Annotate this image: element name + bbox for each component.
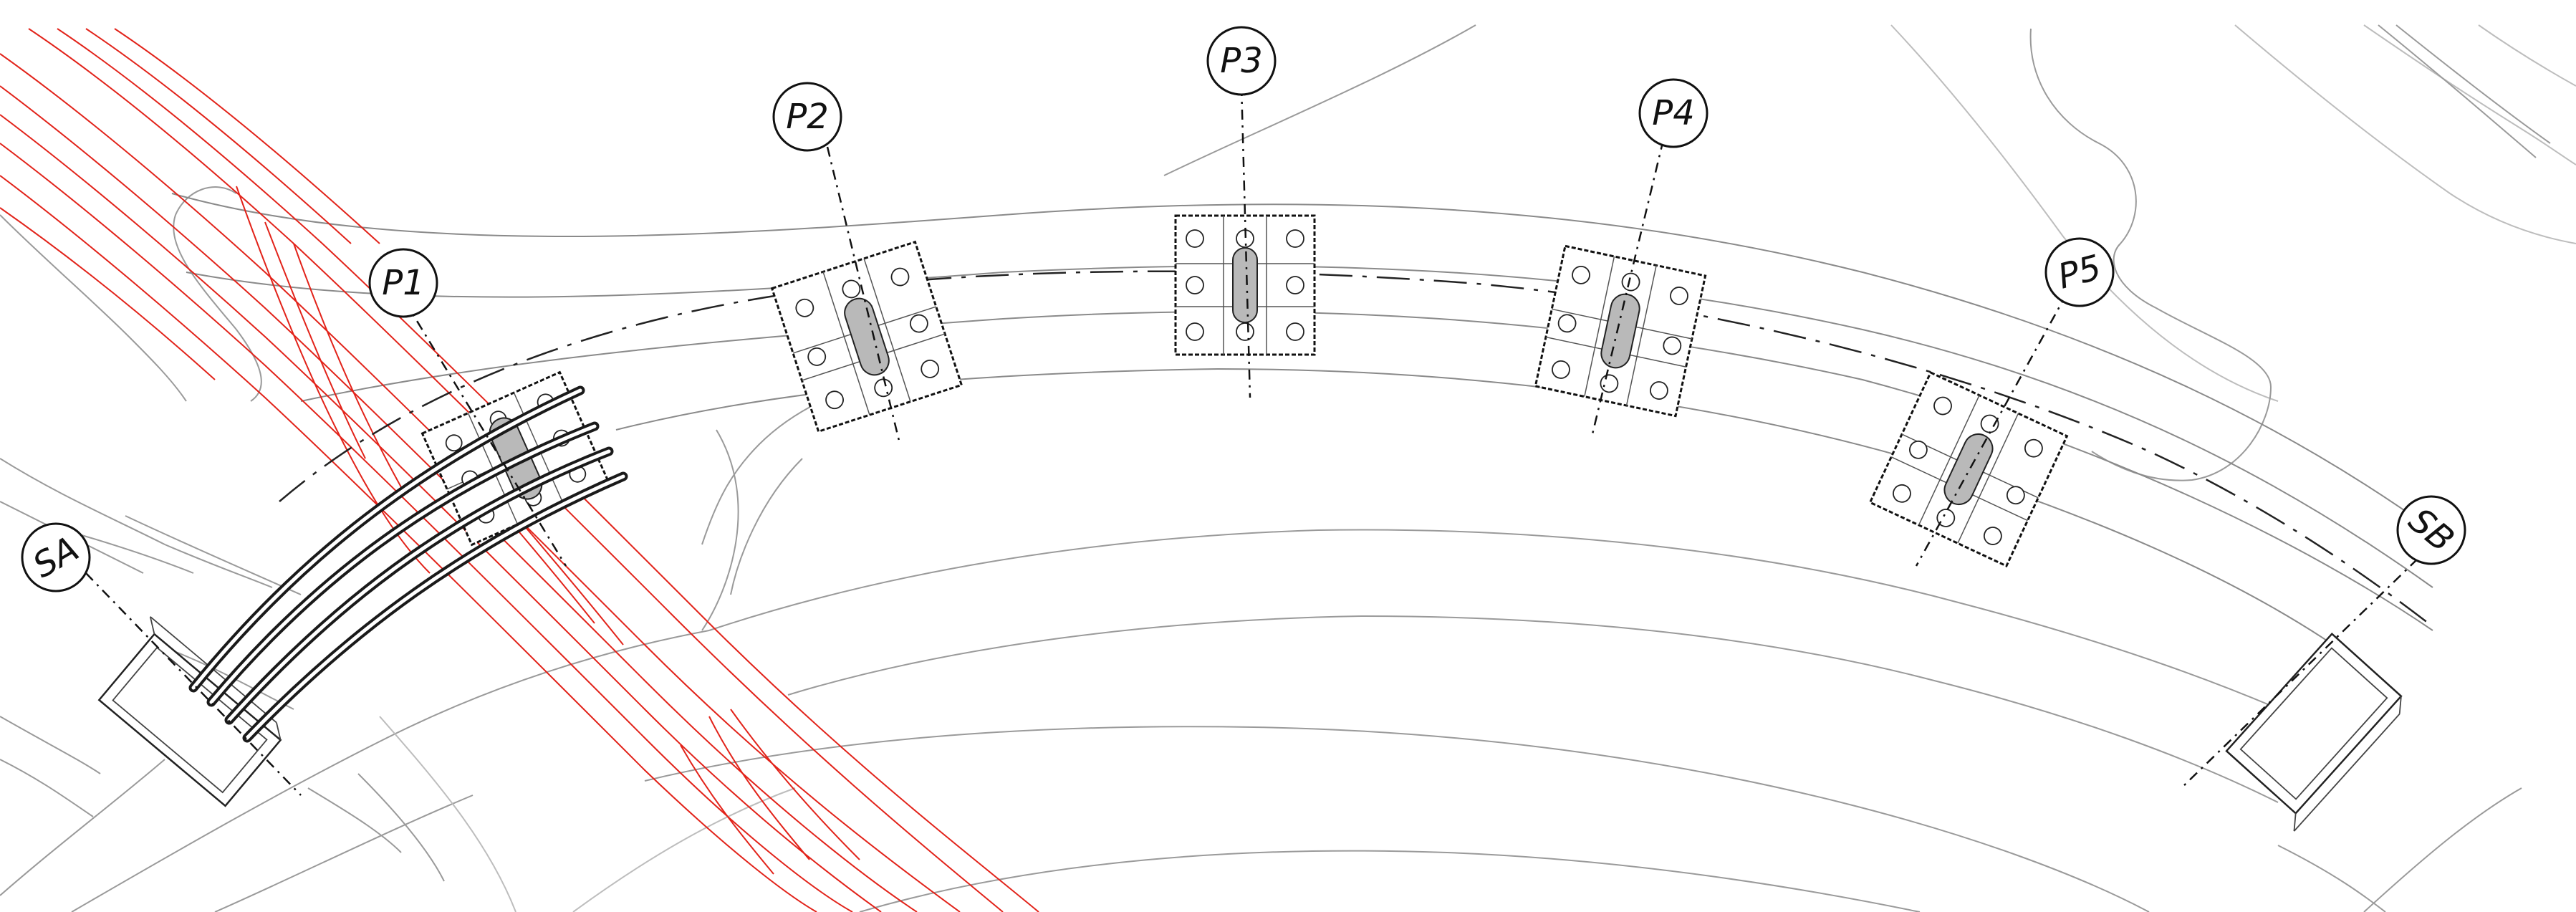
label-p2: P2: [772, 82, 842, 152]
label-p1: P1: [368, 248, 438, 318]
label-leaders: [85, 85, 2418, 796]
pier-p3-footing: [1174, 214, 1316, 356]
svg-text:P4: P4: [1652, 93, 1694, 133]
abutment-sb: [2225, 632, 2403, 832]
svg-text:P2: P2: [786, 97, 828, 137]
pier-p5-footing: [1868, 371, 2069, 567]
svg-text:P3: P3: [1220, 41, 1262, 81]
bridge-axis: [279, 270, 2429, 624]
label-p4: P4: [1638, 78, 1708, 148]
label-p3: P3: [1206, 26, 1277, 96]
utility-pipes: [188, 385, 628, 743]
pier-p5-column: [1943, 433, 1994, 506]
svg-text:P1: P1: [382, 263, 424, 303]
pier-p3-column: [1232, 247, 1258, 323]
pier-p5-piles: [1893, 396, 2043, 545]
pier-p2-piles: [795, 267, 940, 410]
pier-p4-column: [1600, 293, 1640, 369]
label-sb: SB: [2396, 495, 2466, 565]
pier-p4-footing: [1534, 244, 1707, 418]
label-sa: SA: [21, 522, 91, 592]
pier-p4-piles: [1552, 265, 1688, 400]
pier-p2-footing: [770, 240, 963, 433]
label-p5: P5: [2044, 237, 2115, 307]
